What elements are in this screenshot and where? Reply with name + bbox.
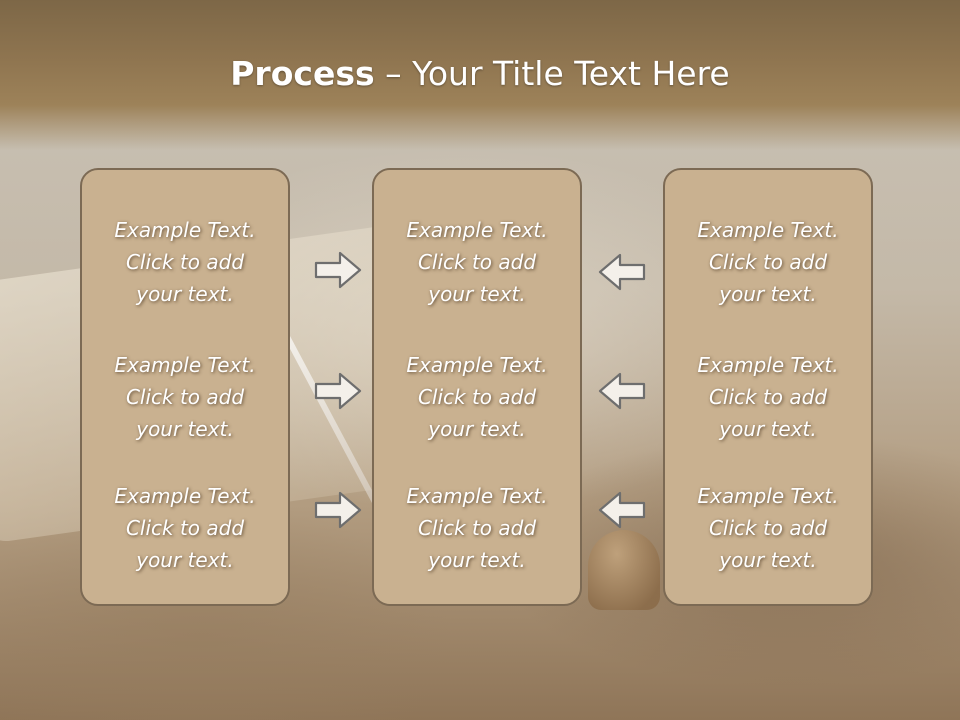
center-item-2[interactable]: Example Text. Click to add your text.: [406, 353, 548, 441]
right-item-2[interactable]: Example Text. Click to add your text.: [697, 353, 839, 441]
right-arrow-icon: [314, 490, 362, 530]
left-item-1[interactable]: Example Text. Click to add your text.: [114, 218, 256, 306]
left-arrow-icon: [598, 490, 646, 530]
left-text-box[interactable]: Example Text. Click to add your text. Ex…: [80, 168, 290, 606]
title-rest: – Your Title Text Here: [374, 54, 730, 93]
background-cork: [588, 530, 660, 610]
left-item-3[interactable]: Example Text. Click to add your text.: [114, 484, 256, 572]
left-item-2[interactable]: Example Text. Click to add your text.: [114, 353, 256, 441]
header-band: [0, 0, 960, 150]
right-item-3[interactable]: Example Text. Click to add your text.: [697, 484, 839, 572]
center-text-box[interactable]: Example Text. Click to add your text. Ex…: [372, 168, 582, 606]
slide-title[interactable]: Process – Your Title Text Here: [0, 52, 960, 96]
right-text-box[interactable]: Example Text. Click to add your text. Ex…: [663, 168, 873, 606]
right-item-1[interactable]: Example Text. Click to add your text.: [697, 218, 839, 306]
right-arrow-icon: [314, 371, 362, 411]
left-arrow-icon: [598, 252, 646, 292]
center-item-3[interactable]: Example Text. Click to add your text.: [406, 484, 548, 572]
center-item-1[interactable]: Example Text. Click to add your text.: [406, 218, 548, 306]
right-arrow-icon: [314, 250, 362, 290]
left-arrow-icon: [598, 371, 646, 411]
title-bold: Process: [230, 54, 375, 93]
